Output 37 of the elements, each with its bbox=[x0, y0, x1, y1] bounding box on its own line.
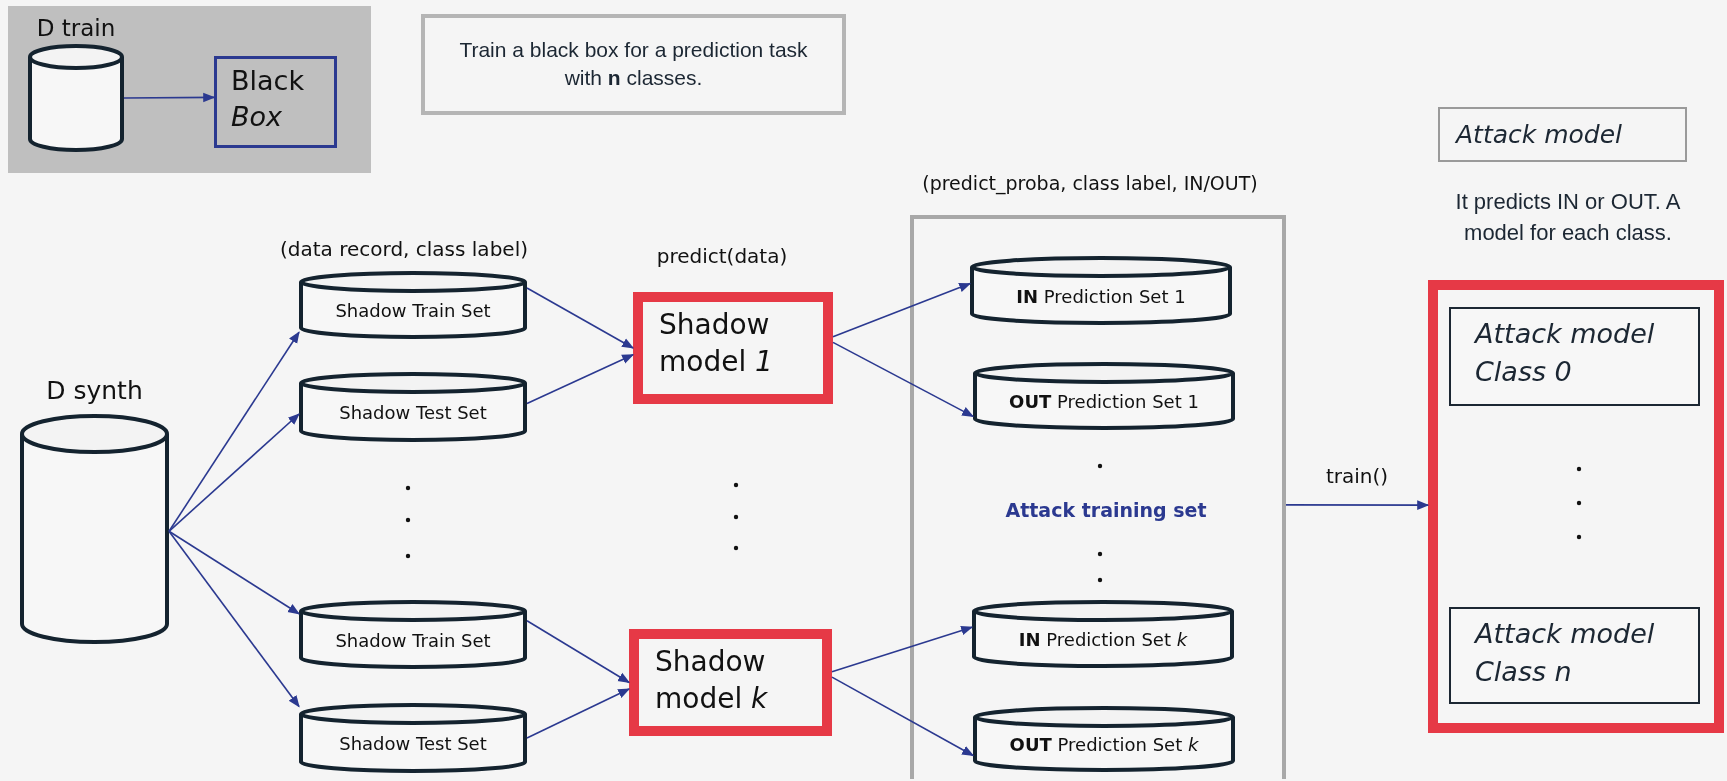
set-title: Attack training set bbox=[1005, 499, 1207, 521]
dataset-name: Shadow Test Set bbox=[339, 402, 487, 423]
model-box: Black Box bbox=[214, 56, 337, 148]
attack-model-box: Attack model Class n bbox=[1449, 607, 1700, 704]
arrow bbox=[168, 413, 300, 533]
dataset-name: OUT Prediction Set 1 bbox=[1009, 391, 1199, 412]
annotation-text: predict(data) bbox=[656, 244, 788, 268]
arrow bbox=[526, 619, 631, 684]
dataset-name: Shadow Train Set bbox=[335, 300, 491, 321]
database-label: D synth bbox=[46, 375, 143, 407]
dataset-name: Shadow Test Set bbox=[339, 733, 487, 754]
dataset-name: Shadow Train Set bbox=[335, 629, 491, 651]
annotation-text: (data record, class label) bbox=[280, 237, 528, 261]
shadow-model-box: Shadow model 1 bbox=[633, 292, 833, 404]
dataset-name: IN Prediction Set 1 bbox=[1016, 285, 1186, 307]
set-heading: (predict_proba, class label, IN/OUT) bbox=[922, 171, 1258, 197]
arrow bbox=[832, 341, 975, 418]
arrow bbox=[526, 688, 631, 739]
dataset-name: IN Prediction Set k bbox=[1018, 629, 1188, 650]
arrow bbox=[168, 530, 300, 708]
attack-model-box: Attack model Class 0 bbox=[1449, 307, 1700, 406]
arrow bbox=[831, 625, 974, 673]
panel-background bbox=[8, 6, 371, 173]
description-text: It predicts IN or OUT. A model for each class. bbox=[1454, 188, 1682, 247]
arrow bbox=[123, 92, 216, 103]
arrow bbox=[526, 287, 635, 349]
arrow bbox=[1285, 500, 1430, 510]
arrow bbox=[526, 353, 635, 405]
arrow bbox=[832, 282, 972, 338]
arrow bbox=[831, 676, 975, 757]
title-box: Attack model bbox=[1438, 107, 1687, 162]
arrow bbox=[168, 331, 300, 533]
database-label: D train bbox=[36, 14, 116, 43]
arrow bbox=[168, 530, 300, 615]
dataset-name: OUT Prediction Set k bbox=[1009, 734, 1199, 755]
note-box: Train a black box for a prediction task with n classes. bbox=[421, 14, 846, 115]
shadow-model-box: Shadow model k bbox=[629, 629, 832, 736]
